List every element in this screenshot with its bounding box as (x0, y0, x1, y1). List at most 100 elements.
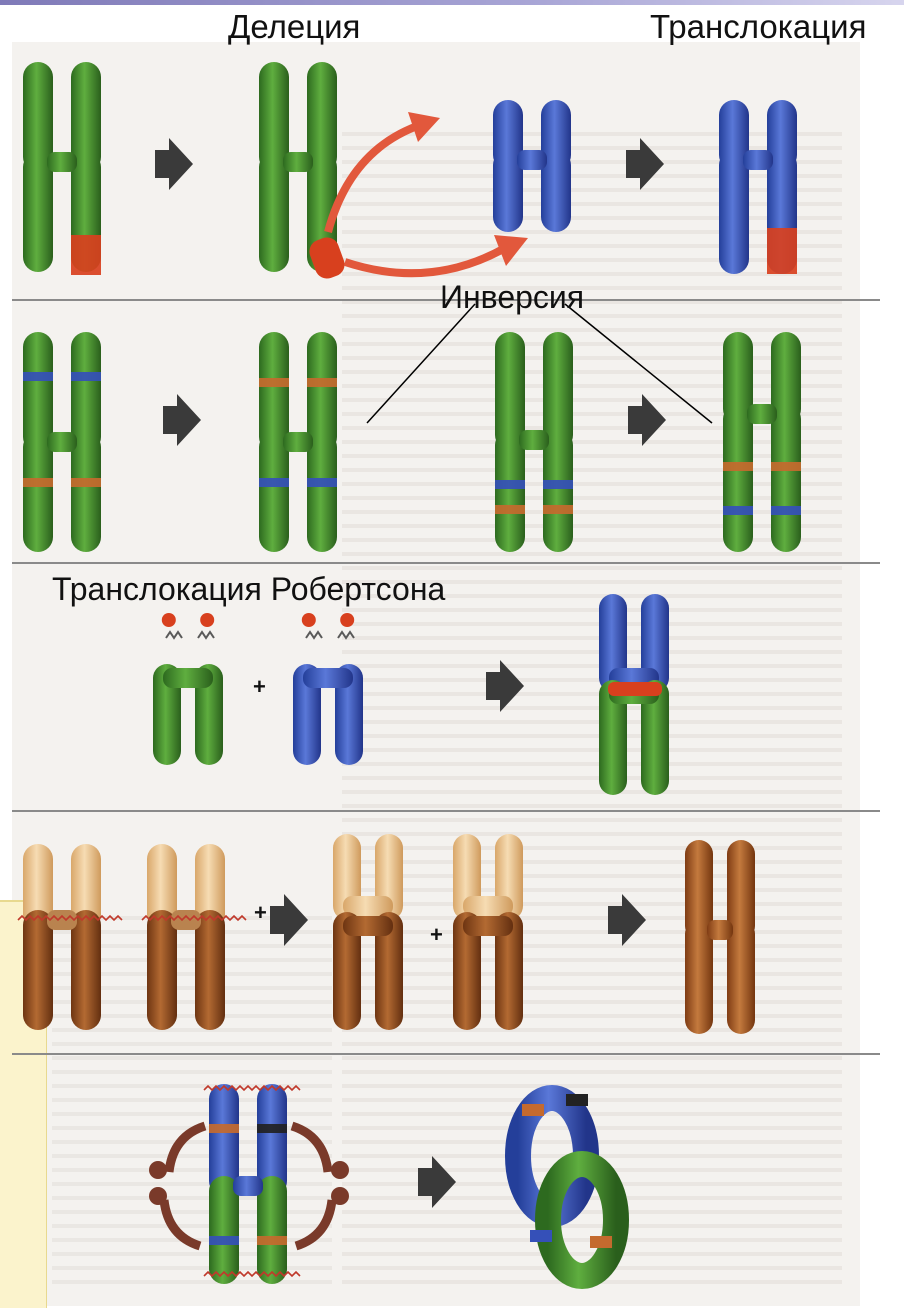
chromosome-band (767, 228, 797, 274)
rotation-arrow-icon (296, 1200, 332, 1246)
satellite-stalk (198, 632, 214, 638)
robertsonian-translocation-label: Транслокация Робертсона (52, 573, 445, 605)
acrocentric-chromosome-blue (293, 664, 363, 765)
chromosome-band (495, 480, 525, 489)
chromosome-arm (771, 404, 801, 552)
chromosome-band (307, 478, 337, 487)
centromere (303, 668, 353, 688)
centromere (747, 404, 777, 424)
chromosome-arm (723, 404, 753, 552)
satellite-icon (162, 613, 176, 627)
chromosome-band (543, 480, 573, 489)
satellite-stalk (166, 632, 182, 638)
satellite-stalk (338, 632, 354, 638)
right-arrow-icon (270, 894, 308, 946)
chromosome-band (23, 478, 53, 487)
chromosome-band (723, 462, 753, 471)
chromosome-rust (685, 840, 755, 1034)
rotation-arrow-icon (331, 1187, 349, 1205)
chromosome-band (495, 505, 525, 514)
chromosome-before-paracentric (495, 332, 573, 552)
right-arrow-icon (628, 394, 666, 446)
centromere (283, 432, 313, 452)
fused-chromosome-bottom (599, 680, 669, 795)
acrocentric-chromosome-green (153, 664, 223, 765)
chromosome-brown-half (333, 912, 403, 1030)
chromosome-arm (307, 432, 337, 552)
chromosome-tan-half (453, 834, 523, 920)
rotation-arrow-icon (164, 1200, 200, 1246)
right-arrow-icon (163, 394, 201, 446)
chromosome-band (71, 478, 101, 487)
rotation-arrow-icon (149, 1187, 167, 1205)
chromosome-band (543, 505, 573, 514)
centromere (743, 150, 773, 170)
chromosome-band (71, 372, 101, 381)
chromosome-band (723, 506, 753, 515)
chromosome-brown (147, 844, 225, 1030)
chromosome-band (209, 1236, 239, 1245)
satellite-stalk (306, 632, 322, 638)
chromosome-band (23, 372, 53, 381)
chromosome-arm (195, 910, 225, 1030)
centromere (707, 920, 733, 940)
chromosome-ring-precursor (209, 1084, 287, 1284)
chromosome-arm (23, 910, 53, 1030)
chromosome-band (257, 1124, 287, 1133)
centromere (517, 150, 547, 170)
centromere (343, 916, 393, 936)
chromosome-band (522, 1104, 544, 1116)
satellite-icon (340, 613, 354, 627)
chromosome-band (259, 478, 289, 487)
plus-icon: + (430, 924, 443, 946)
rotation-arrow-icon (331, 1161, 349, 1179)
rotation-arrow-icon (149, 1161, 167, 1179)
chromosome-arm (147, 910, 177, 1030)
chromosome-arm (71, 910, 101, 1030)
centromere (47, 152, 77, 172)
right-arrow-icon (155, 138, 193, 190)
centromere (47, 910, 77, 930)
centromere (519, 430, 549, 450)
chromosome-arm (495, 430, 525, 552)
chromosome-tan-half (333, 834, 403, 920)
chromosome-pericentric-inversion (259, 332, 337, 552)
chromosome-arm (71, 432, 101, 552)
chromosome-band (771, 506, 801, 515)
chromosome-band (259, 378, 289, 387)
curved-arrow-icon (328, 125, 420, 232)
centromere (463, 916, 513, 936)
chromosome-original (23, 62, 101, 275)
deletion-label: Делеция (228, 10, 360, 43)
chromosome-band (771, 462, 801, 471)
centromere (171, 910, 201, 930)
chromosome-brown (23, 844, 101, 1030)
curved-arrow-icon (345, 248, 505, 273)
chromosome-blue (493, 100, 571, 232)
rotation-arrow-icon (169, 1126, 205, 1172)
chromosome-translocated (719, 100, 797, 274)
inversion-label: Инверсия (440, 281, 584, 313)
centromere (233, 1176, 263, 1196)
translocation-label: Транслокация (650, 10, 866, 43)
chromosome-arm (259, 432, 289, 552)
chromosome-arm (259, 152, 289, 272)
chromosome-band (209, 1124, 239, 1133)
chromosome-arm (685, 920, 713, 1034)
chromosome-paracentric-inversion (723, 332, 801, 552)
right-arrow-icon (626, 138, 664, 190)
satellite-icon (302, 613, 316, 627)
chromosome-band (566, 1094, 588, 1106)
right-arrow-icon (486, 660, 524, 712)
chromosome-arm (543, 430, 573, 552)
chromosome-band (307, 378, 337, 387)
inversion-pointer-line (367, 304, 475, 423)
centromere (47, 432, 77, 452)
chromosome-arm (719, 150, 749, 274)
ring-chromosome (518, 1094, 616, 1276)
chromosome-band (590, 1236, 612, 1248)
chromosome-band (71, 235, 101, 275)
chromosome-band (530, 1230, 552, 1242)
plus-icon: + (253, 676, 266, 698)
